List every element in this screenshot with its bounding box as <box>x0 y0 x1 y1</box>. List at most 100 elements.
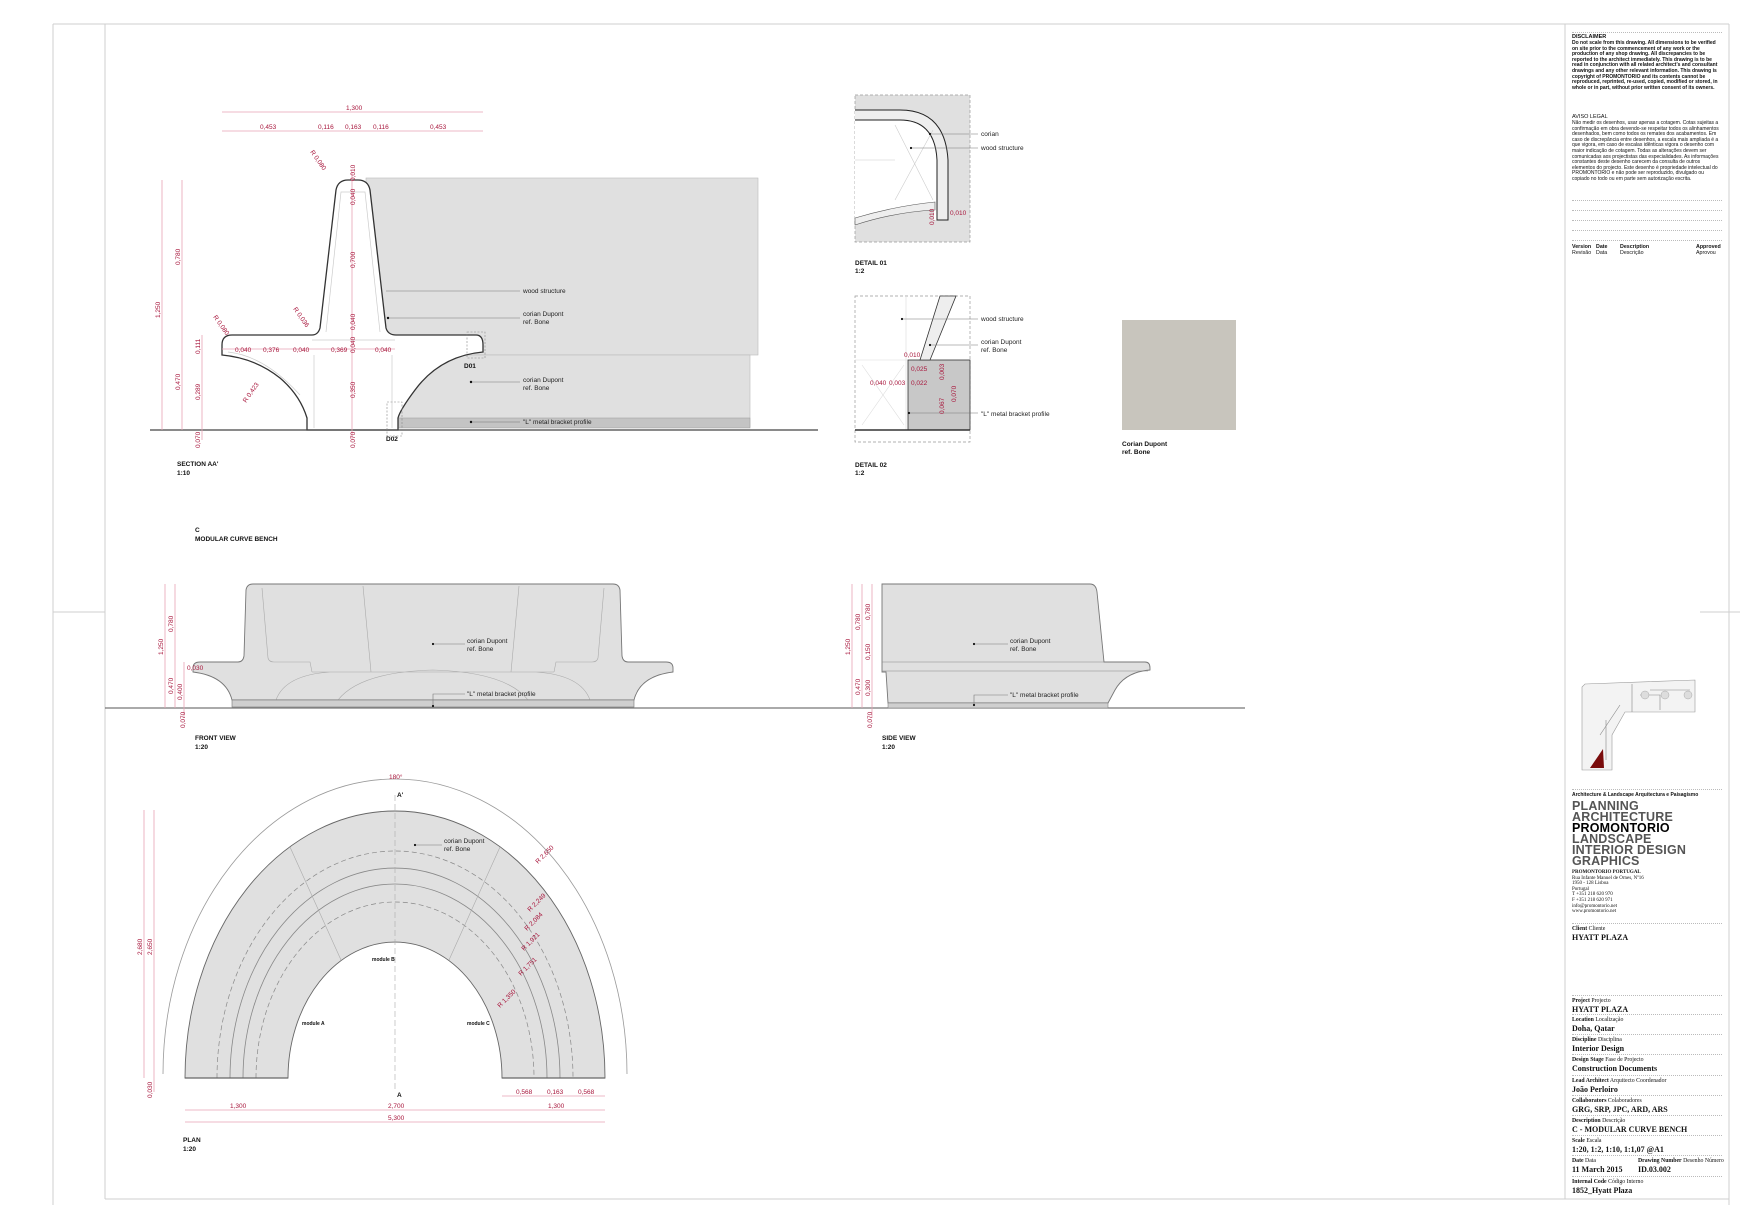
dim-text: 1,300 <box>548 1103 565 1110</box>
bench-plan-ring <box>184 810 606 1079</box>
firm-line: INTERIOR DESIGN <box>1572 843 1687 857</box>
dim-text: 0,040 <box>350 336 357 353</box>
field-label-pt: Disciplina <box>1597 1037 1622 1043</box>
field-label: Lead Architect <box>1572 1078 1609 1084</box>
label-material-ref: ref. Bone <box>467 646 494 653</box>
dim-text: 0,040 <box>235 347 252 354</box>
dim-text: 0,470 <box>168 677 175 694</box>
swatch-ref: ref. Bone <box>1122 449 1151 456</box>
dim-text: 0,040 <box>375 347 392 354</box>
field-label: Collaborators <box>1572 1098 1607 1104</box>
dim-text: 0,070 <box>180 711 187 728</box>
field-label: Internal Code <box>1572 1179 1607 1185</box>
dim-text: 0,470 <box>175 373 182 390</box>
front-view: 1,250 0,780 0,470 0,400 0,030 0,070 cori… <box>105 583 1245 751</box>
label-material-ref: ref. Bone <box>523 385 550 392</box>
dim-text: 0,070 <box>951 385 958 402</box>
address-line: Rua Infante Manuel de Ornes, Nº16 <box>1572 875 1644 881</box>
internal-code-label: Internal Code Código Interno <box>1572 1179 1722 1185</box>
label-material-ref: ref. Bone <box>523 319 550 326</box>
label-material: corian Dupont <box>444 838 485 845</box>
title-block: DISCLAIMER Do not scale from this drawin… <box>1566 24 1728 1199</box>
field-label: Client <box>1572 926 1588 932</box>
view-title: PLAN <box>183 1137 201 1144</box>
dim-text: 0,111 <box>195 338 202 354</box>
field-label: Drawing Number <box>1638 1158 1682 1164</box>
rev-header-pt: Revisão <box>1572 250 1592 257</box>
field-label-row: Discipline Disciplina <box>1572 1037 1722 1043</box>
dim-text: 0,003 <box>889 380 906 387</box>
label-material-ref: ref. Bone <box>1010 646 1037 653</box>
date-value: 11 March 2015 <box>1572 1165 1623 1174</box>
dim-text: 0,070 <box>350 431 357 448</box>
dim-text: 0,116 <box>373 124 389 131</box>
label-material: corian Dupont <box>467 638 508 645</box>
material-swatch: Corian Dupont ref. Bone <box>1122 320 1236 456</box>
dim-text: 5,300 <box>388 1115 405 1122</box>
address-line: 1950 - 128 Lisboa <box>1572 881 1609 887</box>
view-title: SIDE VIEW <box>882 735 916 742</box>
label-bracket: "L" metal bracket profile <box>467 691 536 698</box>
drawing-number-value: ID.03.002 <box>1638 1165 1671 1174</box>
view-title: FRONT VIEW <box>195 735 237 742</box>
dim-text: 0,030 <box>187 665 204 672</box>
plan-view: 180° A' A R 2,650 R 2,249 R 2,084 R 1,92… <box>137 773 628 1153</box>
field-label-pt: Escala <box>1586 1138 1602 1144</box>
rev-header: Description <box>1620 244 1650 250</box>
section-marker: A' <box>397 792 404 799</box>
section-marker: A <box>397 1092 402 1099</box>
drawing-number-label: Drawing Number Desenho Número <box>1638 1158 1726 1164</box>
module-label: module A <box>302 1021 325 1027</box>
field-label: Description <box>1572 1118 1601 1124</box>
disclaimer-title: DISCLAIMER <box>1572 34 1607 40</box>
dim-text: 0,010 <box>350 164 357 181</box>
label-material: corian Dupont <box>1010 638 1051 645</box>
dim-text: 2,680 <box>137 938 144 955</box>
view-scale: 1:20 <box>183 1146 196 1153</box>
dim-text: 0,700 <box>350 251 357 268</box>
dim-text: 0,470 <box>855 678 862 695</box>
section-aa-view: 1,300 0,453 0,116 0,163 0,116 0,453 1,25… <box>150 105 818 477</box>
view-scale: 1:20 <box>195 744 208 751</box>
aviso-title: AVISO LEGAL <box>1572 114 1608 120</box>
dim-text: 0,400 <box>177 683 184 700</box>
field-value: Construction Documents <box>1572 1064 1658 1073</box>
dim-text: 0,289 <box>195 383 202 400</box>
field-label: Date <box>1572 1158 1584 1164</box>
module-label: module B <box>372 957 395 963</box>
field-label-pt: Descrição <box>1602 1118 1626 1124</box>
label-wood-structure: wood structure <box>980 316 1024 323</box>
sheet-title: MODULAR CURVE BENCH <box>195 536 278 543</box>
dim-text: 0,780 <box>175 248 182 265</box>
field-value: João Perloiro <box>1572 1085 1618 1094</box>
disclaimer-text: Do not scale from this drawing. All dime… <box>1572 40 1718 91</box>
label-bracket: "L" metal bracket profile <box>981 411 1050 418</box>
dim-text: 0,010 <box>950 210 967 217</box>
address-line: Portugal <box>1572 886 1589 892</box>
address-line: info@promontorio.net <box>1572 903 1618 909</box>
dim-text: 0,376 <box>263 347 280 354</box>
field-value: Doha, Qatar <box>1572 1024 1615 1033</box>
field-label: Project <box>1572 998 1590 1004</box>
view-scale: 1:2 <box>855 470 865 477</box>
field-label-pt: Desenho Número <box>1683 1158 1724 1164</box>
client-value: HYATT PLAZA <box>1572 933 1629 942</box>
dim-text: 0,040 <box>350 313 357 330</box>
swatch-name: Corian Dupont <box>1122 441 1168 448</box>
dim-text: 0,150 <box>865 643 872 660</box>
rev-header-pt: Data <box>1596 250 1608 257</box>
radius-label: R 0,036 <box>291 306 310 329</box>
address-line: www.promontorio.net <box>1572 909 1617 915</box>
dim-text: 0,070 <box>867 711 874 728</box>
label-material: corian Dupont <box>523 311 564 318</box>
dim-text: 0,780 <box>865 603 872 620</box>
field-label-row: Design Stage Fase de Projecto <box>1572 1057 1722 1063</box>
dim-text: 0,040 <box>870 380 887 387</box>
view-scale: 1:10 <box>177 470 190 477</box>
field-label-pt: Arquitecto Coordenador <box>1609 1078 1667 1084</box>
field-label: Location <box>1572 1017 1594 1023</box>
dim-text: 1,250 <box>158 638 165 655</box>
sheet-code: C <box>195 527 200 534</box>
